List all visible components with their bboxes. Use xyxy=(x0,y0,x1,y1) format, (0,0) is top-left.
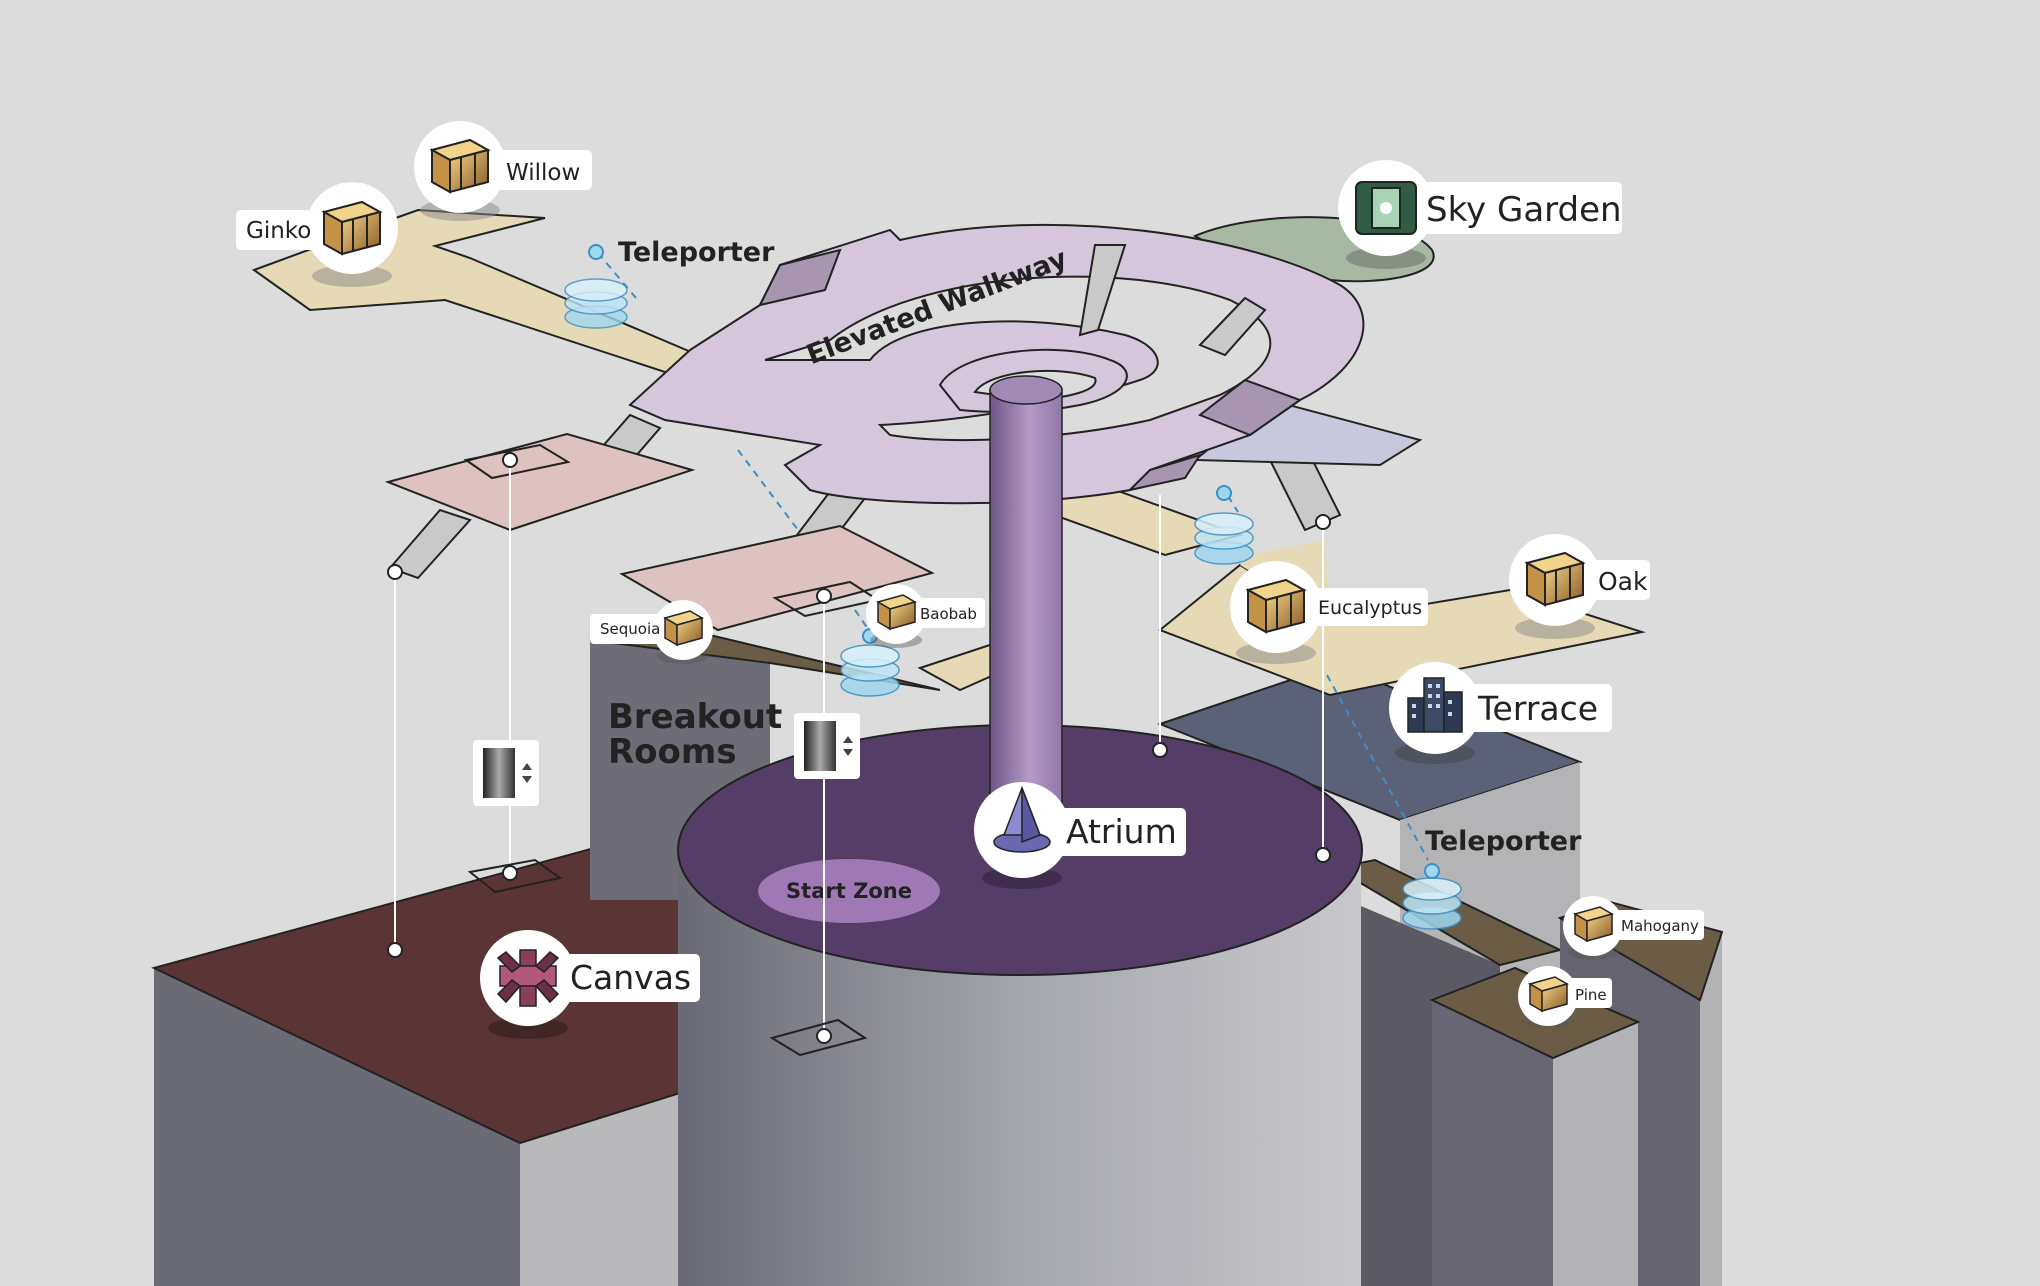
wood-hut-icon xyxy=(1245,578,1307,634)
willow-room[interactable]: Willow xyxy=(414,121,592,221)
baobab-label: Baobab xyxy=(920,605,977,623)
elevator-icon[interactable] xyxy=(473,740,539,806)
wood-hut-icon xyxy=(1524,551,1586,607)
wood-hut-icon xyxy=(663,610,704,647)
sky-garden-room[interactable]: Sky Garden xyxy=(1338,160,1622,269)
teleporter-top-label: Teleporter xyxy=(618,237,775,268)
atrium-room[interactable]: Atrium xyxy=(974,782,1186,889)
oak-room[interactable]: Oak xyxy=(1509,534,1650,639)
canvas-label: Canvas xyxy=(570,958,691,997)
atrium-icon xyxy=(993,785,1051,853)
pine-label: Pine xyxy=(1575,986,1607,1004)
pine-room[interactable]: Pine xyxy=(1518,966,1612,1028)
atrium-label: Atrium xyxy=(1066,812,1177,851)
terrace-room[interactable]: Terrace xyxy=(1389,662,1612,764)
breakout-rooms-label-line2: Rooms xyxy=(608,732,737,772)
breakout-rooms-label-line1: Breakout xyxy=(608,697,782,737)
ginko-room[interactable]: Ginko xyxy=(236,182,398,287)
tether-nodes xyxy=(387,452,1331,1044)
mahogany-room[interactable]: Mahogany xyxy=(1563,896,1704,960)
willow-label: Willow xyxy=(506,160,580,186)
elevated-walkway[interactable] xyxy=(628,223,1365,505)
canvas-room[interactable]: Canvas xyxy=(480,930,700,1039)
city-buildings-icon xyxy=(1407,677,1463,733)
ginko-label: Ginko xyxy=(246,218,311,244)
elevator-icon[interactable] xyxy=(794,713,860,779)
ramp-left xyxy=(388,508,472,580)
terrace-label: Terrace xyxy=(1477,689,1598,728)
wood-hut-icon xyxy=(321,200,383,256)
eucalyptus-room[interactable]: Eucalyptus xyxy=(1230,561,1428,664)
canvas-icon xyxy=(496,949,560,1007)
sequoia-label: Sequoia xyxy=(600,620,660,638)
pink-floor-left xyxy=(384,432,696,532)
teleporter-icon[interactable] xyxy=(1194,485,1254,565)
teleport-links xyxy=(597,252,1429,861)
wood-hut-icon xyxy=(429,138,491,194)
wood-hut-icon xyxy=(876,594,917,631)
sequoia-room[interactable]: Sequoia xyxy=(590,600,713,664)
eucalyptus-label: Eucalyptus xyxy=(1318,597,1422,619)
baobab-room[interactable]: Baobab xyxy=(866,584,985,648)
oak-label: Oak xyxy=(1598,567,1648,596)
teleporter-right-label: Teleporter xyxy=(1425,826,1582,857)
sky-garden-icon xyxy=(1355,181,1417,235)
teleporter-icon[interactable] xyxy=(564,244,628,329)
start-zone-area[interactable] xyxy=(758,859,940,923)
wood-hut-icon xyxy=(1573,906,1614,943)
mahogany-label: Mahogany xyxy=(1621,917,1699,935)
teleporter-icon[interactable] xyxy=(1402,863,1462,930)
sky-garden-label: Sky Garden xyxy=(1426,190,1622,230)
wood-hut-icon xyxy=(1528,976,1569,1013)
start-zone-label: Start Zone xyxy=(786,879,912,903)
central-pillar xyxy=(989,375,1063,819)
